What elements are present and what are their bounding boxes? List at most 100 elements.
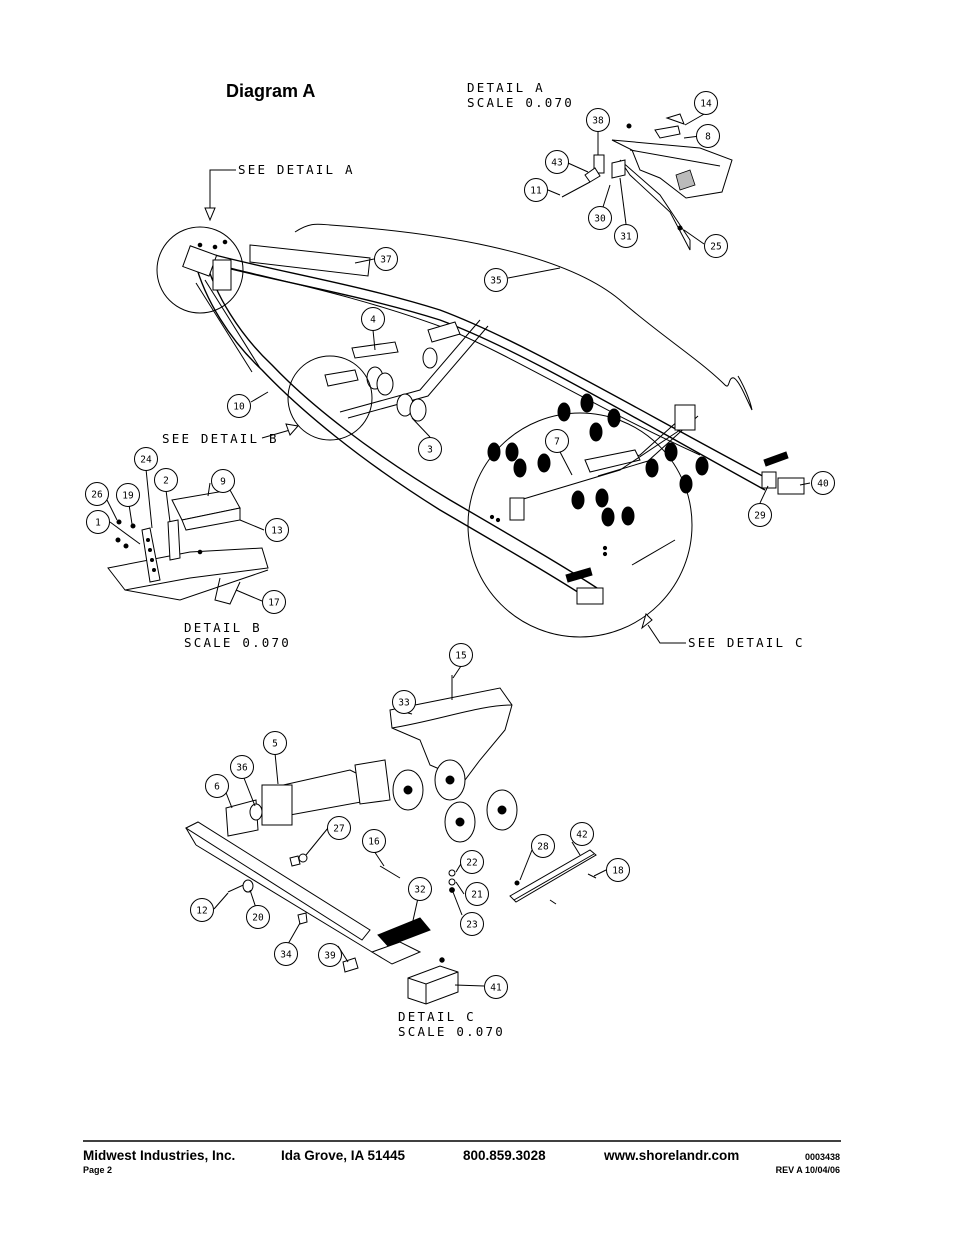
part-number: 4 (370, 315, 376, 326)
part-bubble-35: 35 (484, 268, 508, 292)
part-bubble-circle (86, 510, 110, 534)
part-bubble-23: 23 (460, 912, 484, 936)
part-bubble-29: 29 (748, 503, 772, 527)
detail-b-drawing (107, 489, 269, 605)
part-number: 26 (91, 490, 103, 501)
part-number: 6 (214, 782, 220, 793)
part-number: 29 (754, 511, 766, 522)
roller-assembly-center (366, 347, 438, 422)
boat-outline (294, 223, 753, 411)
svg-text:SEE DETAIL B: SEE DETAIL B (162, 431, 279, 446)
part-bubble-circle (327, 816, 351, 840)
part-number: 16 (368, 837, 380, 848)
part-bubble-circle (484, 975, 508, 999)
detail-c-label: DETAIL C (398, 1009, 476, 1024)
part-bubble-21: 21 (465, 882, 489, 906)
part-bubble-27: 27 (327, 816, 351, 840)
part-bubble-circle (460, 850, 484, 874)
footer-doc-number: 0003438 (805, 1152, 840, 1162)
detail-c-scale: SCALE 0.070 (398, 1024, 505, 1039)
part-number: 28 (537, 842, 549, 853)
part-bubble-31: 31 (614, 224, 638, 248)
part-number: 24 (140, 455, 152, 466)
part-number: 20 (252, 913, 264, 924)
roller-assembly-rear (487, 393, 709, 527)
part-number: 1 (95, 518, 101, 529)
detail-c-circle (467, 412, 693, 638)
part-bubble-41: 41 (484, 975, 508, 999)
part-number: 34 (280, 950, 292, 961)
see-detail-a-callout: SEE DETAIL A (204, 162, 355, 222)
part-bubble-circle (274, 942, 298, 966)
part-bubble-circle (694, 91, 718, 115)
part-bubble-28: 28 (531, 834, 555, 858)
detail-c-rollers (392, 759, 518, 843)
detail-a-drawing (561, 113, 733, 251)
part-bubble-circle (696, 124, 720, 148)
svg-text:SEE DETAIL A: SEE DETAIL A (238, 162, 355, 177)
part-number: 8 (705, 132, 711, 143)
part-number: 18 (612, 866, 624, 877)
part-bubble-circle (318, 943, 342, 967)
part-bubble-13: 13 (265, 518, 289, 542)
detail-a-circle (156, 226, 244, 314)
part-bubble-circle (460, 912, 484, 936)
part-bubble-40: 40 (811, 471, 835, 495)
part-bubble-9: 9 (211, 469, 235, 493)
part-bubble-17: 17 (262, 590, 286, 614)
part-number: 5 (272, 739, 278, 750)
part-bubble-circle (531, 834, 555, 858)
part-number: 14 (700, 99, 712, 110)
part-bubble-38: 38 (586, 108, 610, 132)
detail-b-label: DETAIL B (184, 620, 262, 635)
part-bubble-circle (614, 224, 638, 248)
part-bubble-3: 3 (418, 437, 442, 461)
part-bubble-43: 43 (545, 150, 569, 174)
part-bubble-circle (246, 905, 270, 929)
part-bubble-circle (606, 858, 630, 882)
detail-b-scale: SCALE 0.070 (184, 635, 291, 650)
part-number: 40 (817, 479, 829, 490)
part-bubble-26: 26 (85, 482, 109, 506)
part-bubble-circle (361, 307, 385, 331)
part-bubble-circle (704, 234, 728, 258)
footer-revision: REV A 10/04/06 (776, 1165, 840, 1175)
detail-a-scale: SCALE 0.070 (467, 95, 574, 110)
part-bubble-20: 20 (246, 905, 270, 929)
part-bubble-circle (190, 898, 214, 922)
part-bubble-circle (362, 829, 386, 853)
detail-c-drawing (184, 675, 597, 1005)
part-bubble-16: 16 (362, 829, 386, 853)
leader-lines (105, 112, 811, 987)
footer-page: Page 2 (83, 1165, 112, 1175)
part-number: 3 (427, 445, 433, 456)
trailer-frame (182, 239, 805, 605)
part-bubble-circle (586, 108, 610, 132)
part-number: 41 (490, 983, 502, 994)
part-bubble-circle (263, 731, 287, 755)
part-bubble-33: 33 (392, 690, 416, 714)
part-bubble-36: 36 (230, 755, 254, 779)
part-bubble-12: 12 (190, 898, 214, 922)
footer-company: Midwest Industries, Inc. (83, 1148, 235, 1163)
part-bubble-circle (154, 468, 178, 492)
part-bubble-22: 22 (460, 850, 484, 874)
svg-text:SEE DETAIL C: SEE DETAIL C (688, 635, 805, 650)
footer-location: Ida Grove, IA 51445 (281, 1148, 406, 1163)
part-bubble-8: 8 (696, 124, 720, 148)
part-bubble-circle (524, 178, 548, 202)
part-bubble-11: 11 (524, 178, 548, 202)
part-number: 23 (466, 920, 477, 931)
part-bubble-18: 18 (606, 858, 630, 882)
part-number: 10 (233, 402, 245, 413)
part-bubble-circle (134, 447, 158, 471)
part-number: 32 (414, 885, 425, 896)
part-bubble-circle (418, 437, 442, 461)
part-number: 21 (471, 890, 483, 901)
part-number: 43 (551, 158, 562, 169)
part-bubble-14: 14 (694, 91, 718, 115)
see-detail-b-callout: SEE DETAIL B (162, 423, 299, 446)
part-bubble-circle (265, 518, 289, 542)
